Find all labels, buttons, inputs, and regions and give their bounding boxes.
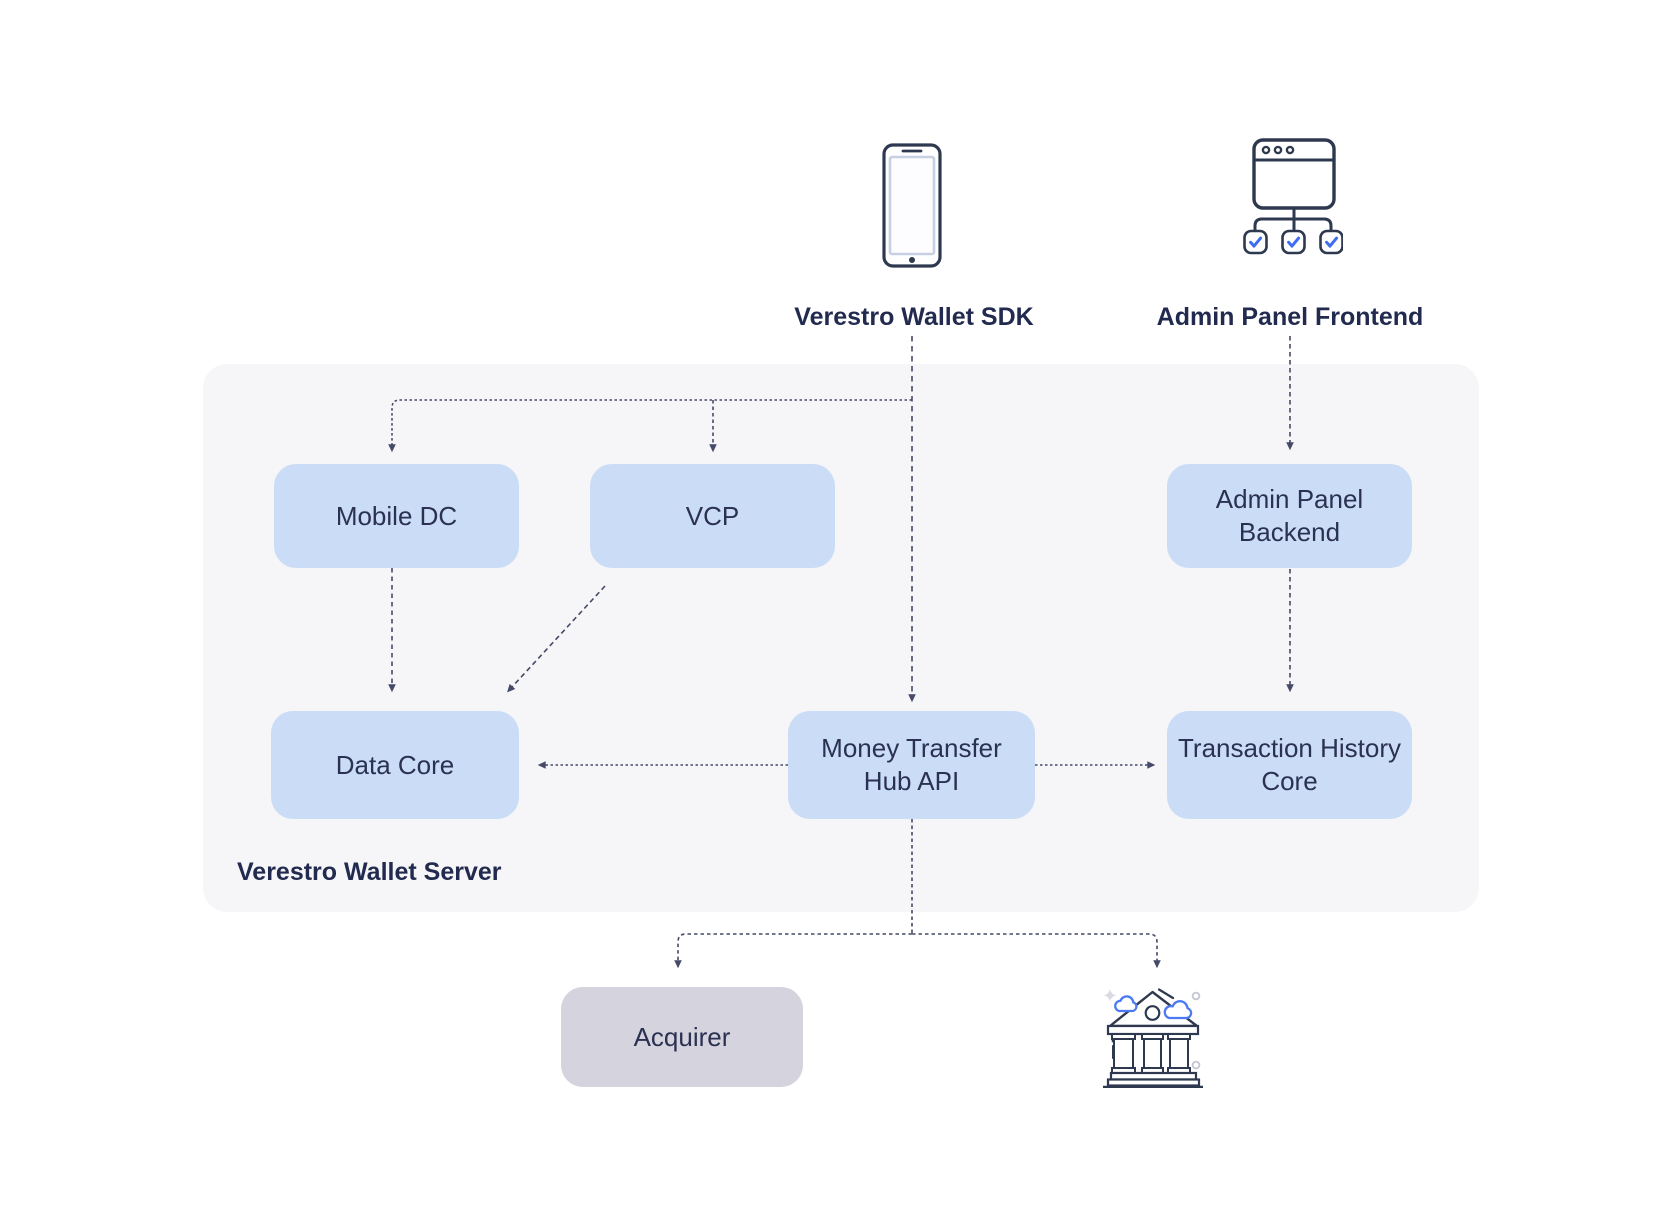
cloud-left [1114,995,1138,1013]
smartphone-icon [882,143,942,268]
node-vcp: VCP [590,464,835,568]
node-transaction-history-core: Transaction History Core [1167,711,1412,819]
node-money-transfer-hub-api: Money Transfer Hub API [788,711,1035,819]
edge-split-to-bank [912,933,1161,969]
node-label: Transaction History Core [1178,733,1401,796]
node-admin-panel-backend: Admin Panel Backend [1167,464,1412,568]
bank-icon [1103,988,1203,1088]
node-label: Money Transfer Hub API [821,733,1002,796]
label-verestro-wallet-sdk: Verestro Wallet SDK [794,303,1034,331]
edge-split-to-acquirer [674,933,912,969]
admin-panel-icon [1243,138,1343,255]
sparkle-decoration [1103,989,1117,1002]
cloud-right [1163,1000,1193,1020]
verestro-wallet-server-group [203,364,1479,912]
label-admin-panel-frontend: Admin Panel Frontend [1156,303,1424,331]
node-label: Data Core [335,749,455,780]
node-acquirer: Acquirer [561,987,803,1087]
node-label: VCP [685,500,740,531]
node-label: Mobile DC [335,500,458,531]
node-mobile-dc: Mobile DC [274,464,519,568]
node-data-core: Data Core [271,711,519,819]
label-verestro-wallet-server: Verestro Wallet Server [237,858,502,886]
node-label: Admin Panel Backend [1215,484,1364,547]
node-label: Acquirer [633,1021,731,1052]
